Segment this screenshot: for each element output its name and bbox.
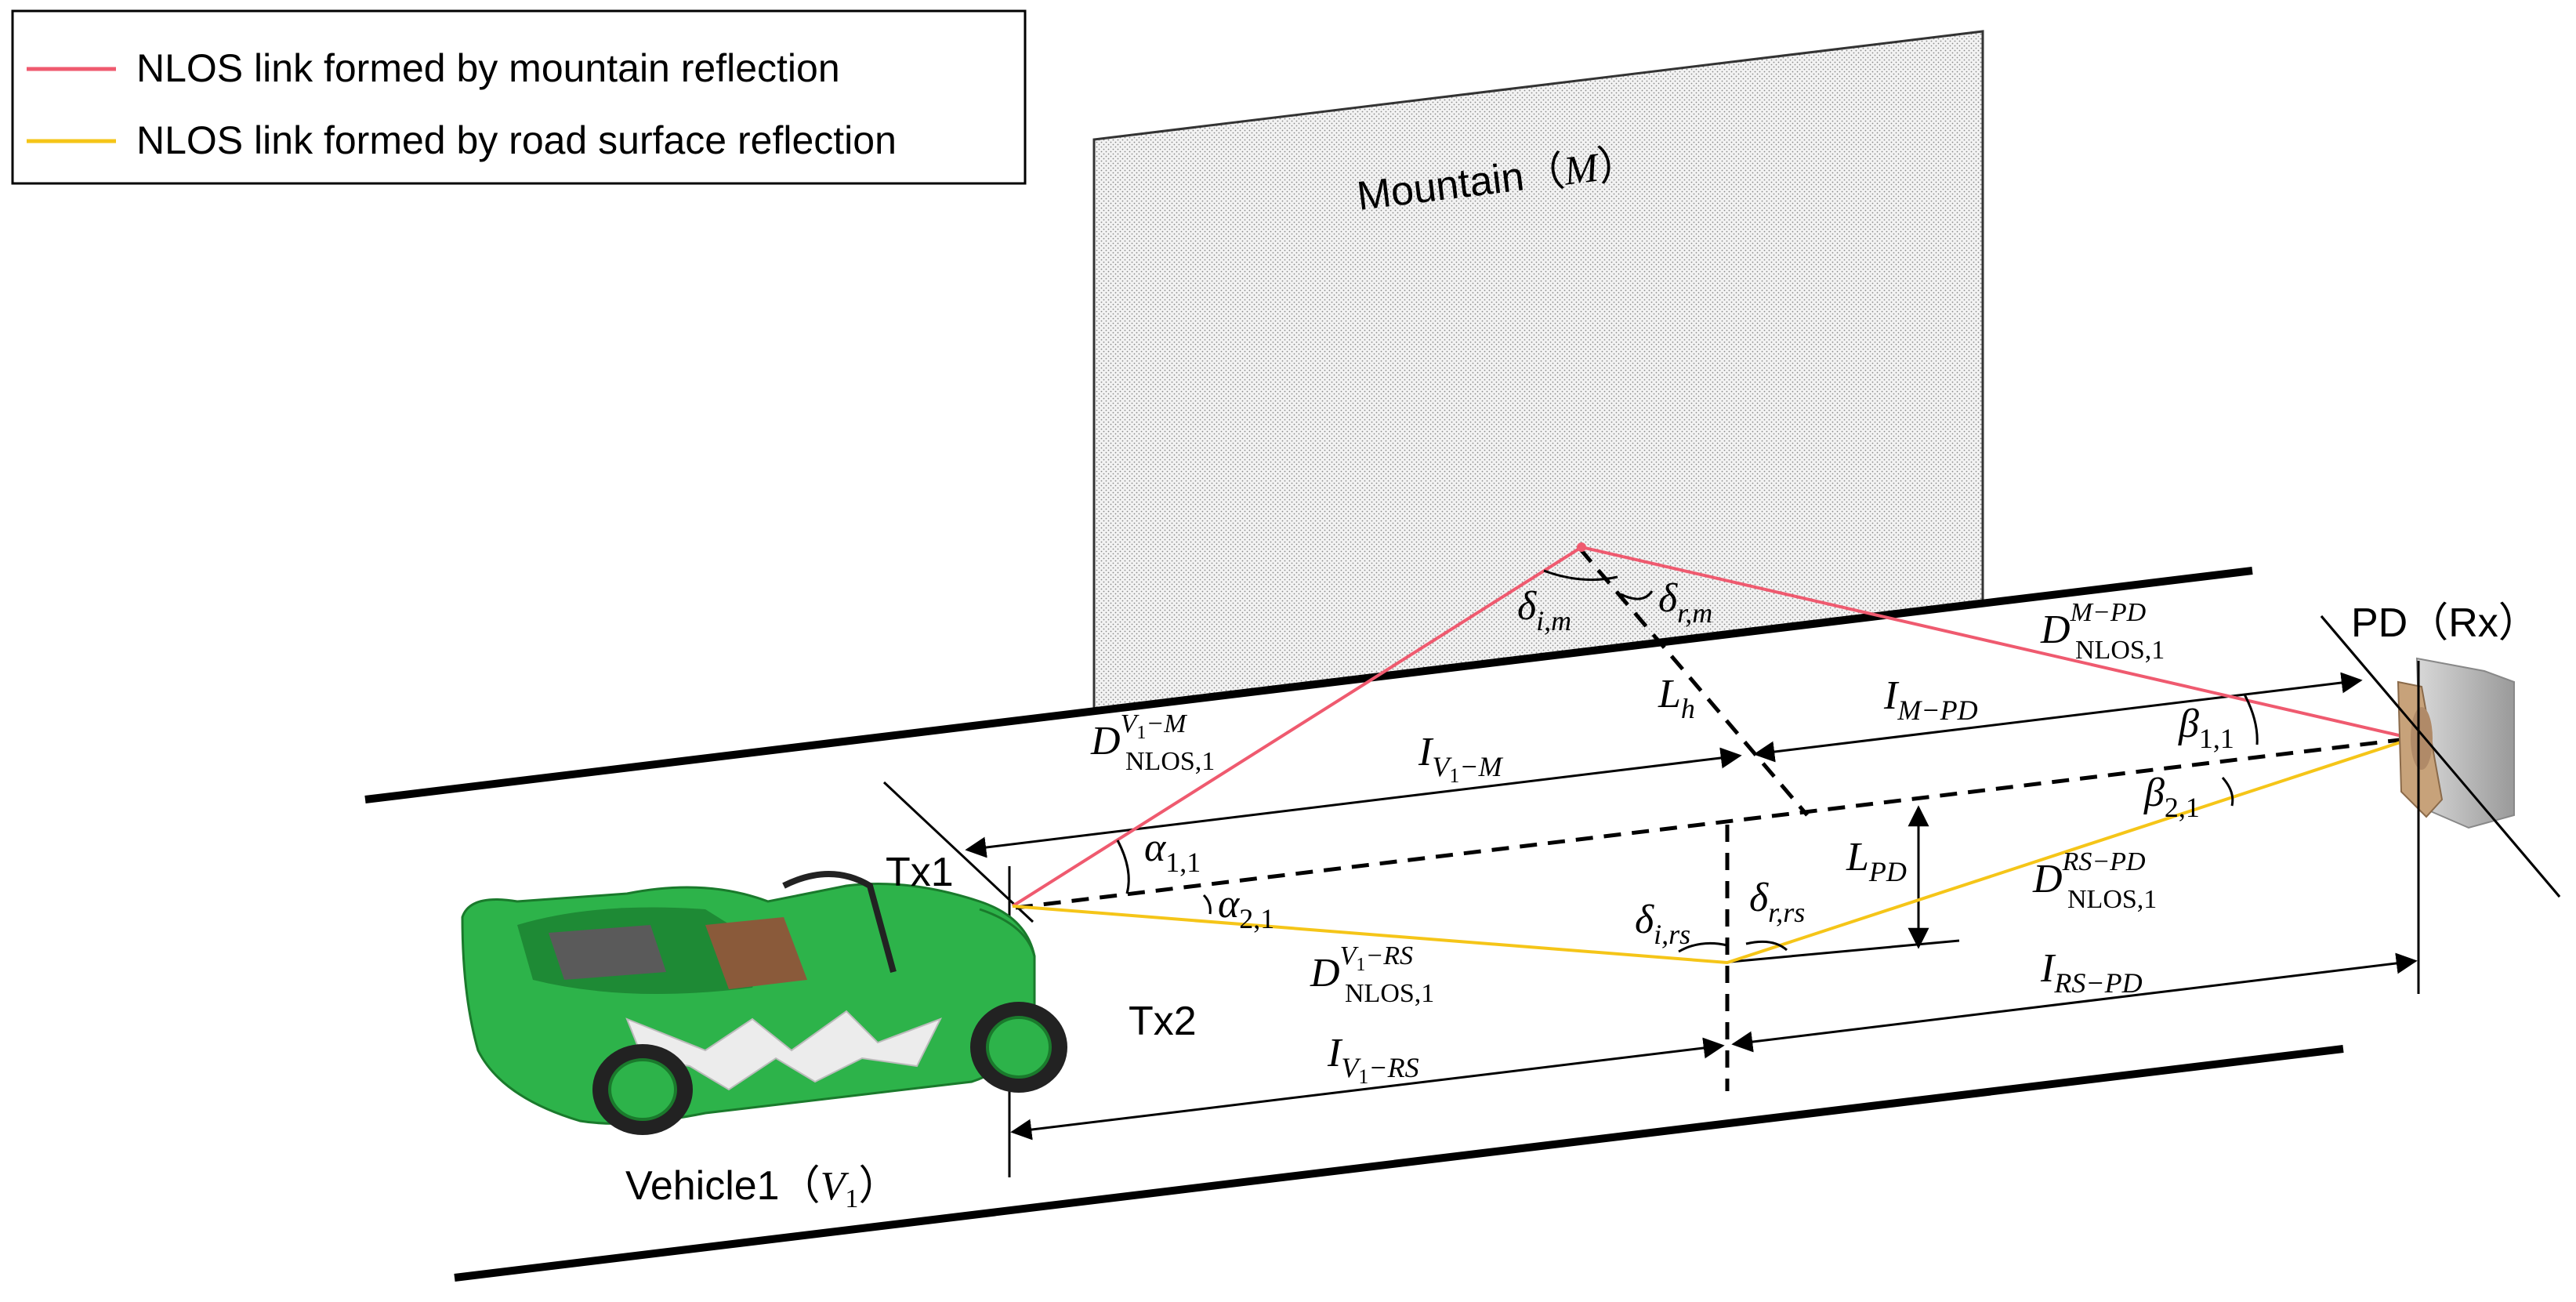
mountain: Mountain（M） [1092,30,1984,710]
delta-i-rs: δi,rs [1635,898,1690,950]
beta-2-1: β2,1 [2143,771,2200,823]
beta-1-1: β1,1 [2178,702,2234,754]
delta-r-rs: δr,rs [1749,876,1805,928]
tx2-label: Tx2 [1129,999,1197,1044]
road-link [1012,737,2413,965]
angle-arcs [1116,569,2259,953]
alpha-1-1: α1,1 [1144,825,1201,878]
photodetector-device [2397,657,2515,829]
road [364,567,2344,1282]
alpha-2-1: α2,1 [1218,882,1274,934]
legend-road-label: NLOS link formed by road surface reflect… [136,118,897,162]
L-PD: LPD [1846,835,1907,887]
dashed-lines [1015,547,2413,1091]
vehicle-label: Vehicle1（V1） [625,1163,899,1213]
delta-r-m: δr,m [1658,576,1712,629]
I-RS-PD: IRS−PD [2040,946,2143,999]
legend: NLOS link formed by mountain reflection … [11,9,1027,185]
I-V1-M: IV1−M [1418,730,1504,787]
delta-i-m: δi,m [1517,584,1571,636]
pd-label: PD（Rx） [2351,600,2539,646]
I-V1-RS: IV1−RS [1327,1031,1419,1088]
I-M-PD: IM−PD [1883,673,1978,726]
L-h: Lh [1658,672,1695,724]
car-image [461,871,1067,1135]
tx1-label: Tx1 [886,850,954,895]
legend-mountain-label: NLOS link formed by mountain reflection [136,46,840,90]
